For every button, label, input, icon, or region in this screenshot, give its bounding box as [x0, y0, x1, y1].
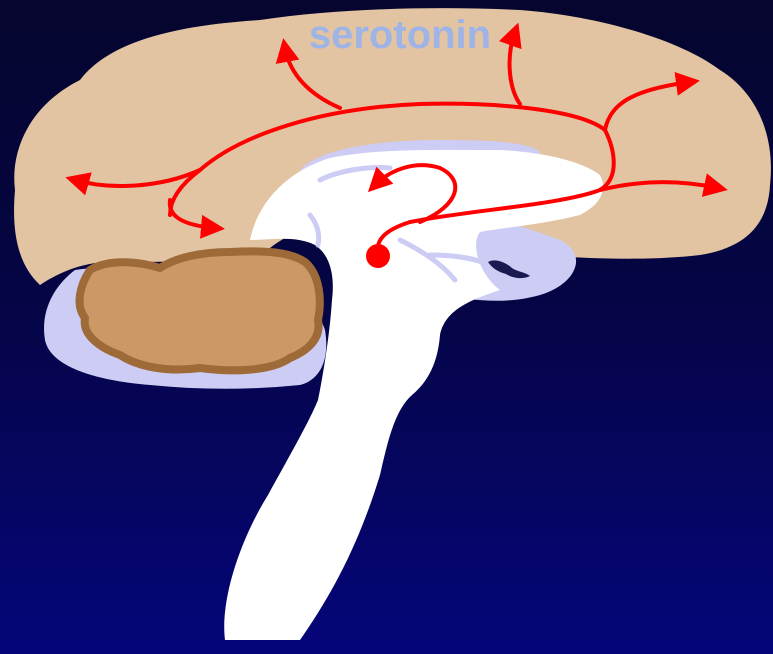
cerebellum	[80, 251, 320, 370]
diagram-title: serotonin	[309, 13, 491, 57]
raphe-nuclei-dot	[366, 244, 390, 268]
